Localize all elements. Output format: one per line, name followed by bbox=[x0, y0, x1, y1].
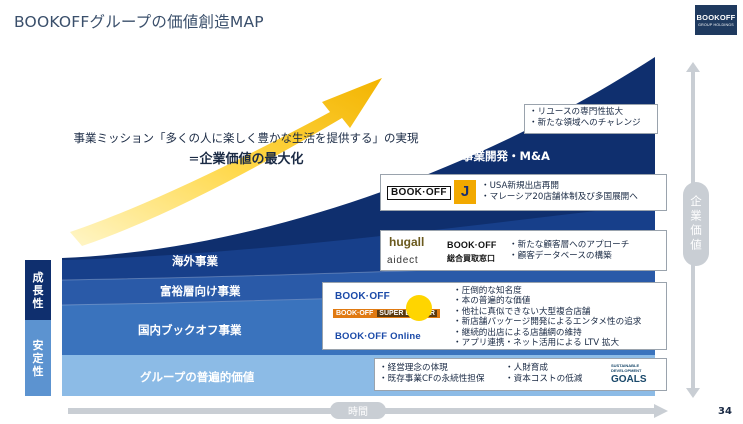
hugall-logo: hugall bbox=[389, 235, 425, 249]
layer-label-overseas: 海外事業 bbox=[172, 254, 218, 268]
mission-line2: =企業価値の最大化 bbox=[46, 148, 446, 167]
growth-arrow bbox=[70, 78, 382, 246]
layer-label-ma: 事業開発・M&A bbox=[462, 149, 550, 163]
layer-label-affluent: 富裕層向け事業 bbox=[160, 284, 241, 298]
ma-box: リユースの専門性拡大 新たな領域へのチャレンジ bbox=[524, 104, 658, 134]
bookoff-logo: BOOKOFF GROUP HOLDINGS bbox=[695, 5, 737, 35]
mission-statement: 事業ミッション「多くの人に楽しく豊かな生活を提供する」の実現 =企業価値の最大化 bbox=[46, 130, 446, 167]
overseas-box: BOOK·OFF J USA新規出店再開 マレーシア20店舗体制及び多国展開へ bbox=[380, 174, 667, 211]
bookoff-online-logo: BOOK·OFF Online bbox=[335, 331, 421, 342]
mission-line1: 事業ミッション「多くの人に楽しく豊かな生活を提供する」の実現 bbox=[73, 131, 419, 145]
sdgs-goals-text: GOALS bbox=[611, 374, 647, 385]
page-title: BOOKOFFグループの価値創造MAP bbox=[14, 13, 264, 31]
vertical-axis-label: 企業価値 bbox=[683, 182, 709, 266]
logo-text: BOOKOFF bbox=[696, 13, 736, 22]
bookoff-super-name: BOOK·OFF bbox=[336, 310, 374, 317]
overseas-bullets: USA新規出店再開 マレーシア20店舗体制及び多国展開へ bbox=[481, 181, 638, 203]
kaitori-sublabel: 総合買取窓口 bbox=[447, 254, 495, 263]
ma-bullets: リユースの専門性拡大 新たな領域へのチャレンジ bbox=[529, 107, 653, 129]
sdgs-logo-text: SUSTAINABLE DEVELOPMENT bbox=[611, 363, 642, 373]
universal-left-bullets: 経営理念の体現 既存事業CFの永続性担保 bbox=[379, 363, 485, 385]
bookoff-logo-overseas: BOOK·OFF bbox=[387, 186, 451, 200]
aidect-logo: aidect bbox=[387, 255, 419, 266]
logo-subtext: GROUP HOLDINGS bbox=[698, 23, 734, 27]
layer-label-universal: グループの普遍的価値 bbox=[140, 370, 255, 384]
bookoff-kaitori-logo: BOOK·OFF bbox=[447, 240, 497, 250]
affluent-bullets: 新たな顧客層へのアプローチ 顧客データベースの構築 bbox=[509, 240, 630, 262]
jalan-logo: J bbox=[454, 180, 476, 204]
bookoff-main-logo: BOOK·OFF bbox=[335, 291, 390, 302]
page-number: 34 bbox=[718, 406, 732, 417]
domestic-bullets: 圧倒的な知名度 本の普遍的な価値 他社に真似できない大型複合店舗 新店舗パッケー… bbox=[453, 286, 642, 348]
time-axis-label: 時間 bbox=[330, 402, 386, 419]
growth-side-label: 成長性 bbox=[25, 260, 51, 320]
stability-side-label: 安定性 bbox=[25, 320, 51, 396]
affluent-box: hugall aidect BOOK·OFF 総合買取窓口 新たな顧客層へのアプ… bbox=[380, 230, 667, 271]
mission-main: 企業価値の最大化 bbox=[199, 152, 304, 167]
domestic-box: BOOK·OFF BOOK·OFF SUPER BAZAAR BOOK·OFF … bbox=[322, 282, 667, 350]
universal-box: 経営理念の体現 既存事業CFの永続性担保 人財育成 資本コストの低減 SUSTA… bbox=[374, 358, 667, 391]
mission-equals: = bbox=[188, 152, 200, 167]
universal-right-bullets: 人財育成 資本コストの低減 bbox=[505, 363, 583, 385]
layer-label-domestic: 国内ブックオフ事業 bbox=[138, 323, 242, 337]
bookoff-mascot-icon bbox=[406, 295, 432, 321]
